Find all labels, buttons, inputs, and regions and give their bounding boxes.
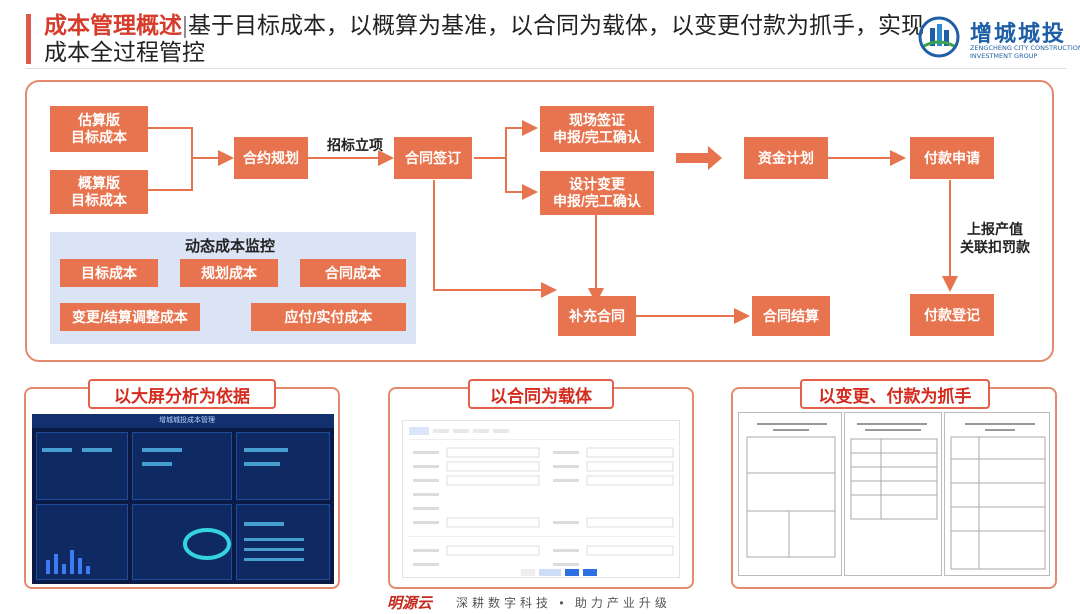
dashboard-graphics: [42, 448, 304, 574]
monitor-contract-cost[interactable]: 合同成本: [300, 259, 406, 287]
monitor-title: 动态成本监控: [184, 238, 275, 255]
title-accent-bar: [26, 14, 31, 64]
logo-mark-icon: [918, 16, 960, 58]
document-1-lines: [746, 423, 836, 558]
box-contract-signing[interactable]: 合同签订: [394, 137, 472, 179]
monitor-planning-cost[interactable]: 规划成本: [180, 259, 278, 287]
box-payment-registration[interactable]: 付款登记: [910, 294, 994, 336]
monitor-target-cost[interactable]: 目标成本: [60, 259, 158, 287]
box-fund-plan[interactable]: 资金计划: [744, 137, 828, 179]
box-design-change[interactable]: 设计变更 申报/完工确认: [540, 171, 654, 215]
contract-form-screenshot: [402, 420, 680, 578]
dashboard-screenshot: 增城城投成本管理: [32, 414, 334, 584]
panel-change-payment-title: 以变更、付款为抓手: [800, 379, 990, 409]
company-logo: 增城城投 ZENGCHENG CITY CONSTRUCTION INVESTM…: [918, 16, 1080, 62]
title-body: 基于目标成本，以概算为基准，以合同为载体，以变更付款为抓手，实现成本全过程管控: [44, 12, 924, 65]
box-estimate-target-cost[interactable]: 估算版 目标成本: [50, 106, 148, 152]
box-supplementary-contract[interactable]: 补充合同: [558, 296, 636, 336]
monitor-change-settlement-cost[interactable]: 变更/结算调整成本: [60, 303, 200, 331]
document-3-lines: [950, 423, 1046, 570]
dashboard-header: [32, 414, 334, 428]
box-payment-request[interactable]: 付款申请: [910, 137, 994, 179]
panel-dashboard-title: 以大屏分析为依据: [88, 379, 276, 409]
page-title: 成本管理概述|基于目标成本，以概算为基准，以合同为载体，以变更付款为抓手，实现成…: [44, 12, 924, 65]
logo-name-cn: 增城城投: [970, 21, 1067, 47]
document-1: [738, 412, 842, 576]
box-contract-planning[interactable]: 合约规划: [234, 137, 308, 179]
panel-contract-title: 以合同为载体: [468, 379, 614, 409]
logo-name-en-1: ZENGCHENG CITY CONSTRUCTION: [970, 44, 1080, 52]
document-3: [944, 412, 1050, 576]
box-site-visa[interactable]: 现场签证 申报/完工确认: [540, 106, 654, 152]
contract-form-graphics: [409, 427, 675, 576]
document-2-lines: [850, 423, 938, 520]
document-2: [844, 412, 942, 576]
dashboard-title: 增城城投成本管理: [159, 417, 215, 424]
header-divider: [26, 68, 1066, 69]
footer-slogan: 深耕数字科技 • 助力产业升级: [456, 596, 671, 610]
cost-flow-frame: [25, 80, 1054, 362]
label-bidding: 招标立项: [327, 137, 383, 153]
monitor-payable-paid-cost[interactable]: 应付/实付成本: [251, 303, 406, 331]
box-contract-settlement[interactable]: 合同结算: [752, 296, 830, 336]
title-keyword: 成本管理概述: [44, 12, 182, 38]
box-budget-target-cost[interactable]: 概算版 目标成本: [50, 170, 148, 214]
label-report-value: 上报产值 关联扣罚款: [960, 221, 1030, 255]
change-payment-documents: [738, 412, 1050, 578]
logo-name-en-2: INVESTMENT GROUP: [970, 52, 1038, 60]
footer-brand: 明源云: [387, 595, 433, 612]
